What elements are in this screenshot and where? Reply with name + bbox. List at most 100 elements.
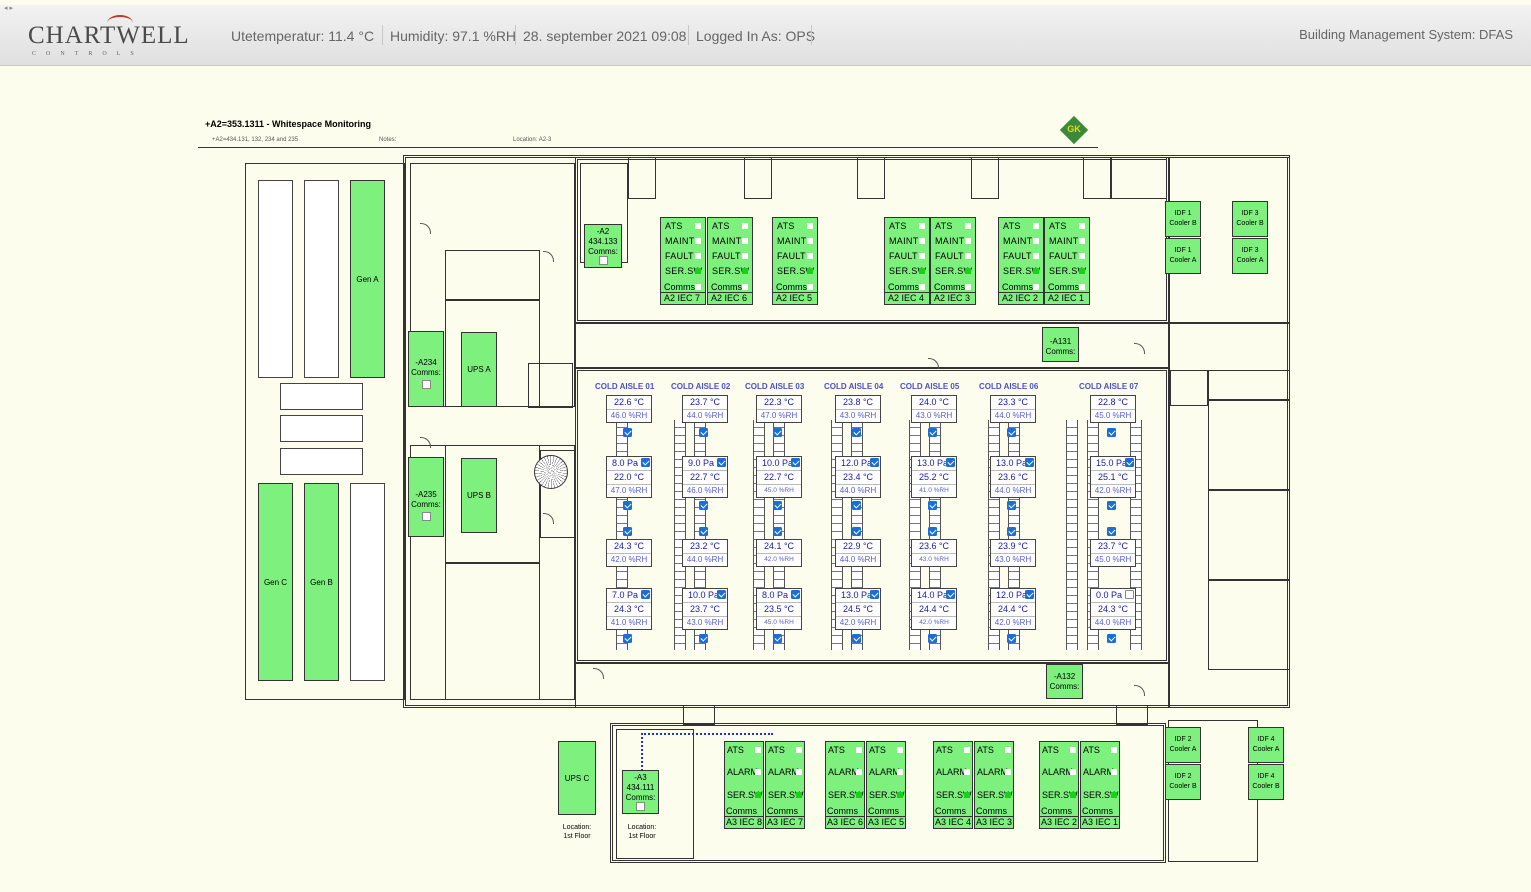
sensor-enable-checkbox[interactable]	[623, 527, 632, 536]
sensor-enable-checkbox[interactable]	[852, 428, 861, 437]
sensor-enable-checkbox[interactable]	[1007, 501, 1016, 510]
ups-c[interactable]: UPS C	[558, 741, 596, 815]
sensor-enable-checkbox[interactable]	[773, 527, 782, 536]
sensor-enable-checkbox[interactable]	[928, 501, 937, 510]
generator-c[interactable]: Gen C	[258, 483, 293, 681]
pressure-enable-checkbox[interactable]	[946, 458, 955, 467]
sensor-enable-checkbox[interactable]	[623, 634, 632, 643]
generator-b[interactable]: Gen B	[304, 483, 339, 681]
pressure-enable-checkbox[interactable]	[717, 590, 726, 599]
pressure-enable-checkbox[interactable]	[1125, 458, 1134, 467]
sensor-enable-checkbox[interactable]	[1007, 527, 1016, 536]
sensor-enable-checkbox[interactable]	[928, 428, 937, 437]
generator-a[interactable]: Gen A	[350, 180, 385, 378]
sensor-enable-checkbox[interactable]	[852, 501, 861, 510]
ups-b[interactable]: UPS B	[461, 458, 497, 533]
pressure-enable-checkbox[interactable]	[1025, 590, 1034, 599]
pressure-enable-checkbox[interactable]	[641, 590, 650, 599]
pressure-enable-checkbox[interactable]	[870, 458, 879, 467]
pressure-enable-checkbox[interactable]	[870, 590, 879, 599]
sensor-enable-checkbox[interactable]	[699, 634, 708, 643]
pressure-enable-checkbox[interactable]	[791, 590, 800, 599]
sensor-enable-checkbox[interactable]	[1007, 428, 1016, 437]
sensor-enable-checkbox[interactable]	[928, 527, 937, 536]
sensor-enable-checkbox[interactable]	[1107, 428, 1116, 437]
sensor-enable-checkbox[interactable]	[773, 634, 782, 643]
sensor-enable-checkbox[interactable]	[773, 428, 782, 437]
sensor-enable-checkbox[interactable]	[1107, 501, 1116, 510]
sensor-enable-checkbox[interactable]	[1007, 634, 1016, 643]
sensor-enable-checkbox[interactable]	[699, 428, 708, 437]
sensor-enable-checkbox[interactable]	[852, 634, 861, 643]
pressure-enable-checkbox[interactable]	[791, 458, 800, 467]
sensor-enable-checkbox[interactable]	[852, 527, 861, 536]
sensor-enable-checkbox[interactable]	[1107, 634, 1116, 643]
pressure-enable-checkbox[interactable]	[641, 458, 650, 467]
sensor-enable-checkbox[interactable]	[773, 501, 782, 510]
sensor-enable-checkbox[interactable]	[699, 527, 708, 536]
pressure-enable-checkbox[interactable]	[1125, 590, 1134, 599]
pressure-enable-checkbox[interactable]	[946, 590, 955, 599]
ups-a[interactable]: UPS A	[461, 332, 497, 407]
sensor-enable-checkbox[interactable]	[1107, 527, 1116, 536]
sensor-enable-checkbox[interactable]	[623, 501, 632, 510]
sensor-enable-checkbox[interactable]	[623, 428, 632, 437]
pressure-enable-checkbox[interactable]	[717, 458, 726, 467]
